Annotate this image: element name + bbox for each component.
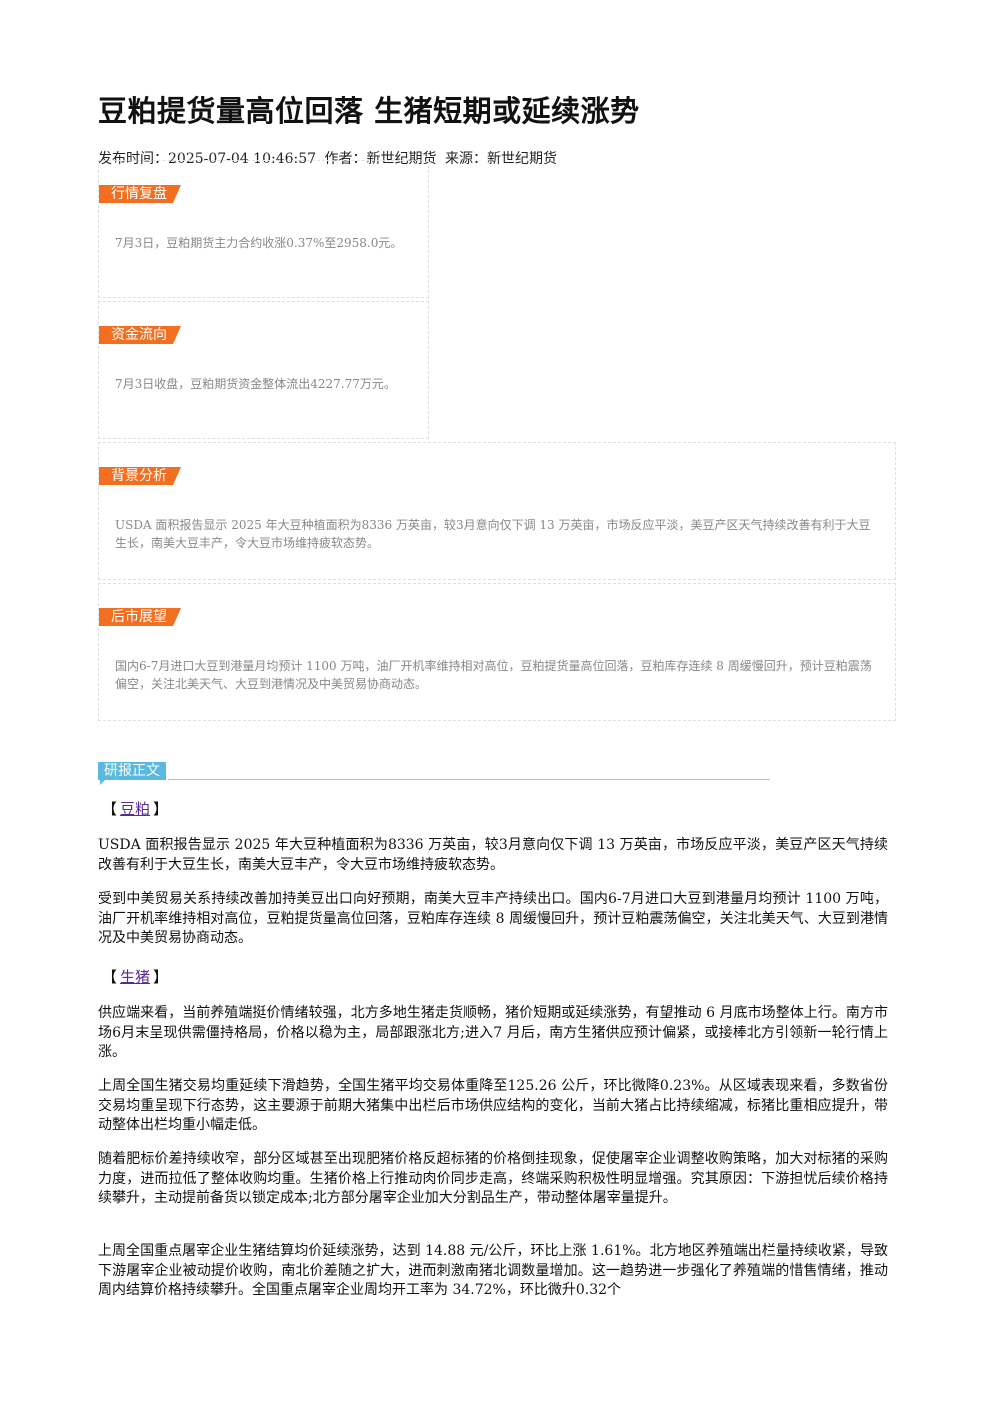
publish-time: 发布时间：2025-07-04 10:46:57 (98, 151, 317, 167)
source: 来源：新世纪期货 (444, 151, 557, 167)
hog-link[interactable]: 生猪 (120, 968, 151, 986)
fund-flow-text: 7月3日收盘，豆粕期货资金整体流出4227.77万元。 (115, 377, 396, 391)
fund-flow-tag: 资金流向 (99, 326, 181, 344)
hog-bracket-close: 】 (153, 968, 169, 986)
article-title: 豆粕提货量高位回落 生猪短期或延续涨势 (98, 94, 640, 128)
soymeal-bracket-open: 【 (102, 800, 118, 818)
soymeal-paragraph-1: USDA 面积报告显示 2025 年大豆种植面积为8336 万英亩，较3月意向仅… (98, 837, 888, 873)
report-tag-tick (100, 780, 105, 785)
soymeal-link[interactable]: 豆粕 (120, 800, 151, 818)
hog-paragraph-4: 上周全国重点屠宰企业生猪结算均价延续涨势，达到 14.88 元/公斤，环比上涨 … (98, 1243, 888, 1298)
article-meta: 发布时间：2025-07-04 10:46:57 作者：新世纪期货 来源：新世纪… (98, 148, 561, 168)
outlook-tag: 后市展望 (99, 608, 181, 626)
outlook-text: 国内6-7月进口大豆到港量月均预计 1100 万吨，油厂开机率维持相对高位，豆粕… (115, 659, 872, 691)
hog-paragraph-1: 供应端来看，当前养殖端挺价情绪较强，北方多地生猪走货顺畅，猪价短期或延续涨势，有… (98, 1005, 888, 1060)
outlook-card: 后市展望 国内6-7月进口大豆到港量月均预计 1100 万吨，油厂开机率维持相对… (98, 583, 896, 721)
hog-paragraph-3: 随着肥标价差持续收窄，部分区域甚至出现肥猪价格反超标猪的价格倒挂现象，促使屠宰企… (98, 1151, 888, 1206)
fund-flow-card: 资金流向 7月3日收盘，豆粕期货资金整体流出4227.77万元。 (98, 301, 429, 439)
report-header: 研报正文 (98, 760, 770, 785)
hog-section-label: 【生猪】 (102, 966, 168, 987)
background-card: 背景分析 USDA 面积报告显示 2025 年大豆种植面积为8336 万英亩，较… (98, 442, 896, 580)
background-text: USDA 面积报告显示 2025 年大豆种植面积为8336 万英亩，较3月意向仅… (115, 518, 871, 550)
report-tag: 研报正文 (98, 762, 166, 780)
soymeal-paragraph-2: 受到中美贸易关系持续改善加持美豆出口向好预期，南美大豆丰产持续出口。国内6-7月… (98, 891, 888, 946)
background-tag: 背景分析 (99, 467, 181, 485)
market-review-tag: 行情复盘 (99, 185, 181, 203)
soymeal-bracket-close: 】 (153, 800, 169, 818)
market-review-card: 行情复盘 7月3日，豆粕期货主力合约收涨0.37%至2958.0元。 (98, 160, 429, 298)
soymeal-section-label: 【豆粕】 (102, 798, 168, 819)
report-header-rule (168, 779, 770, 780)
market-review-text: 7月3日，豆粕期货主力合约收涨0.37%至2958.0元。 (115, 236, 403, 250)
author: 作者：新世纪期货 (324, 151, 437, 167)
hog-bracket-open: 【 (102, 968, 118, 986)
hog-paragraph-2: 上周全国生猪交易均重延续下滑趋势，全国生猪平均交易体重降至125.26 公斤，环… (98, 1078, 888, 1133)
